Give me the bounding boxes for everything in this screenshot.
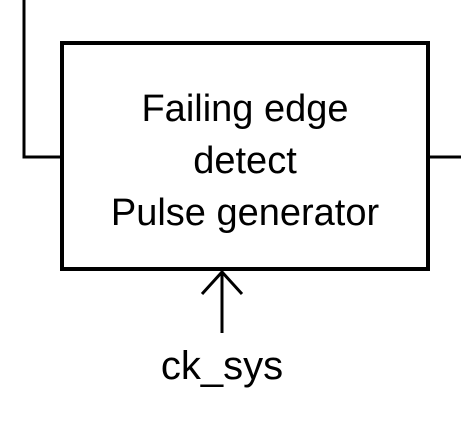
block-label: Failing edge detect Pulse generator [62,83,428,239]
block-label-line-2: detect [193,140,297,182]
pulse-generator-block [60,41,430,271]
input-wire [22,0,62,159]
clock-arrow-head-icon [200,269,244,296]
block-label-line-1: Failing edge [141,88,349,130]
clock-input-label: ck_sys [160,344,284,388]
block-label-line-3: Pulse generator [110,192,380,234]
